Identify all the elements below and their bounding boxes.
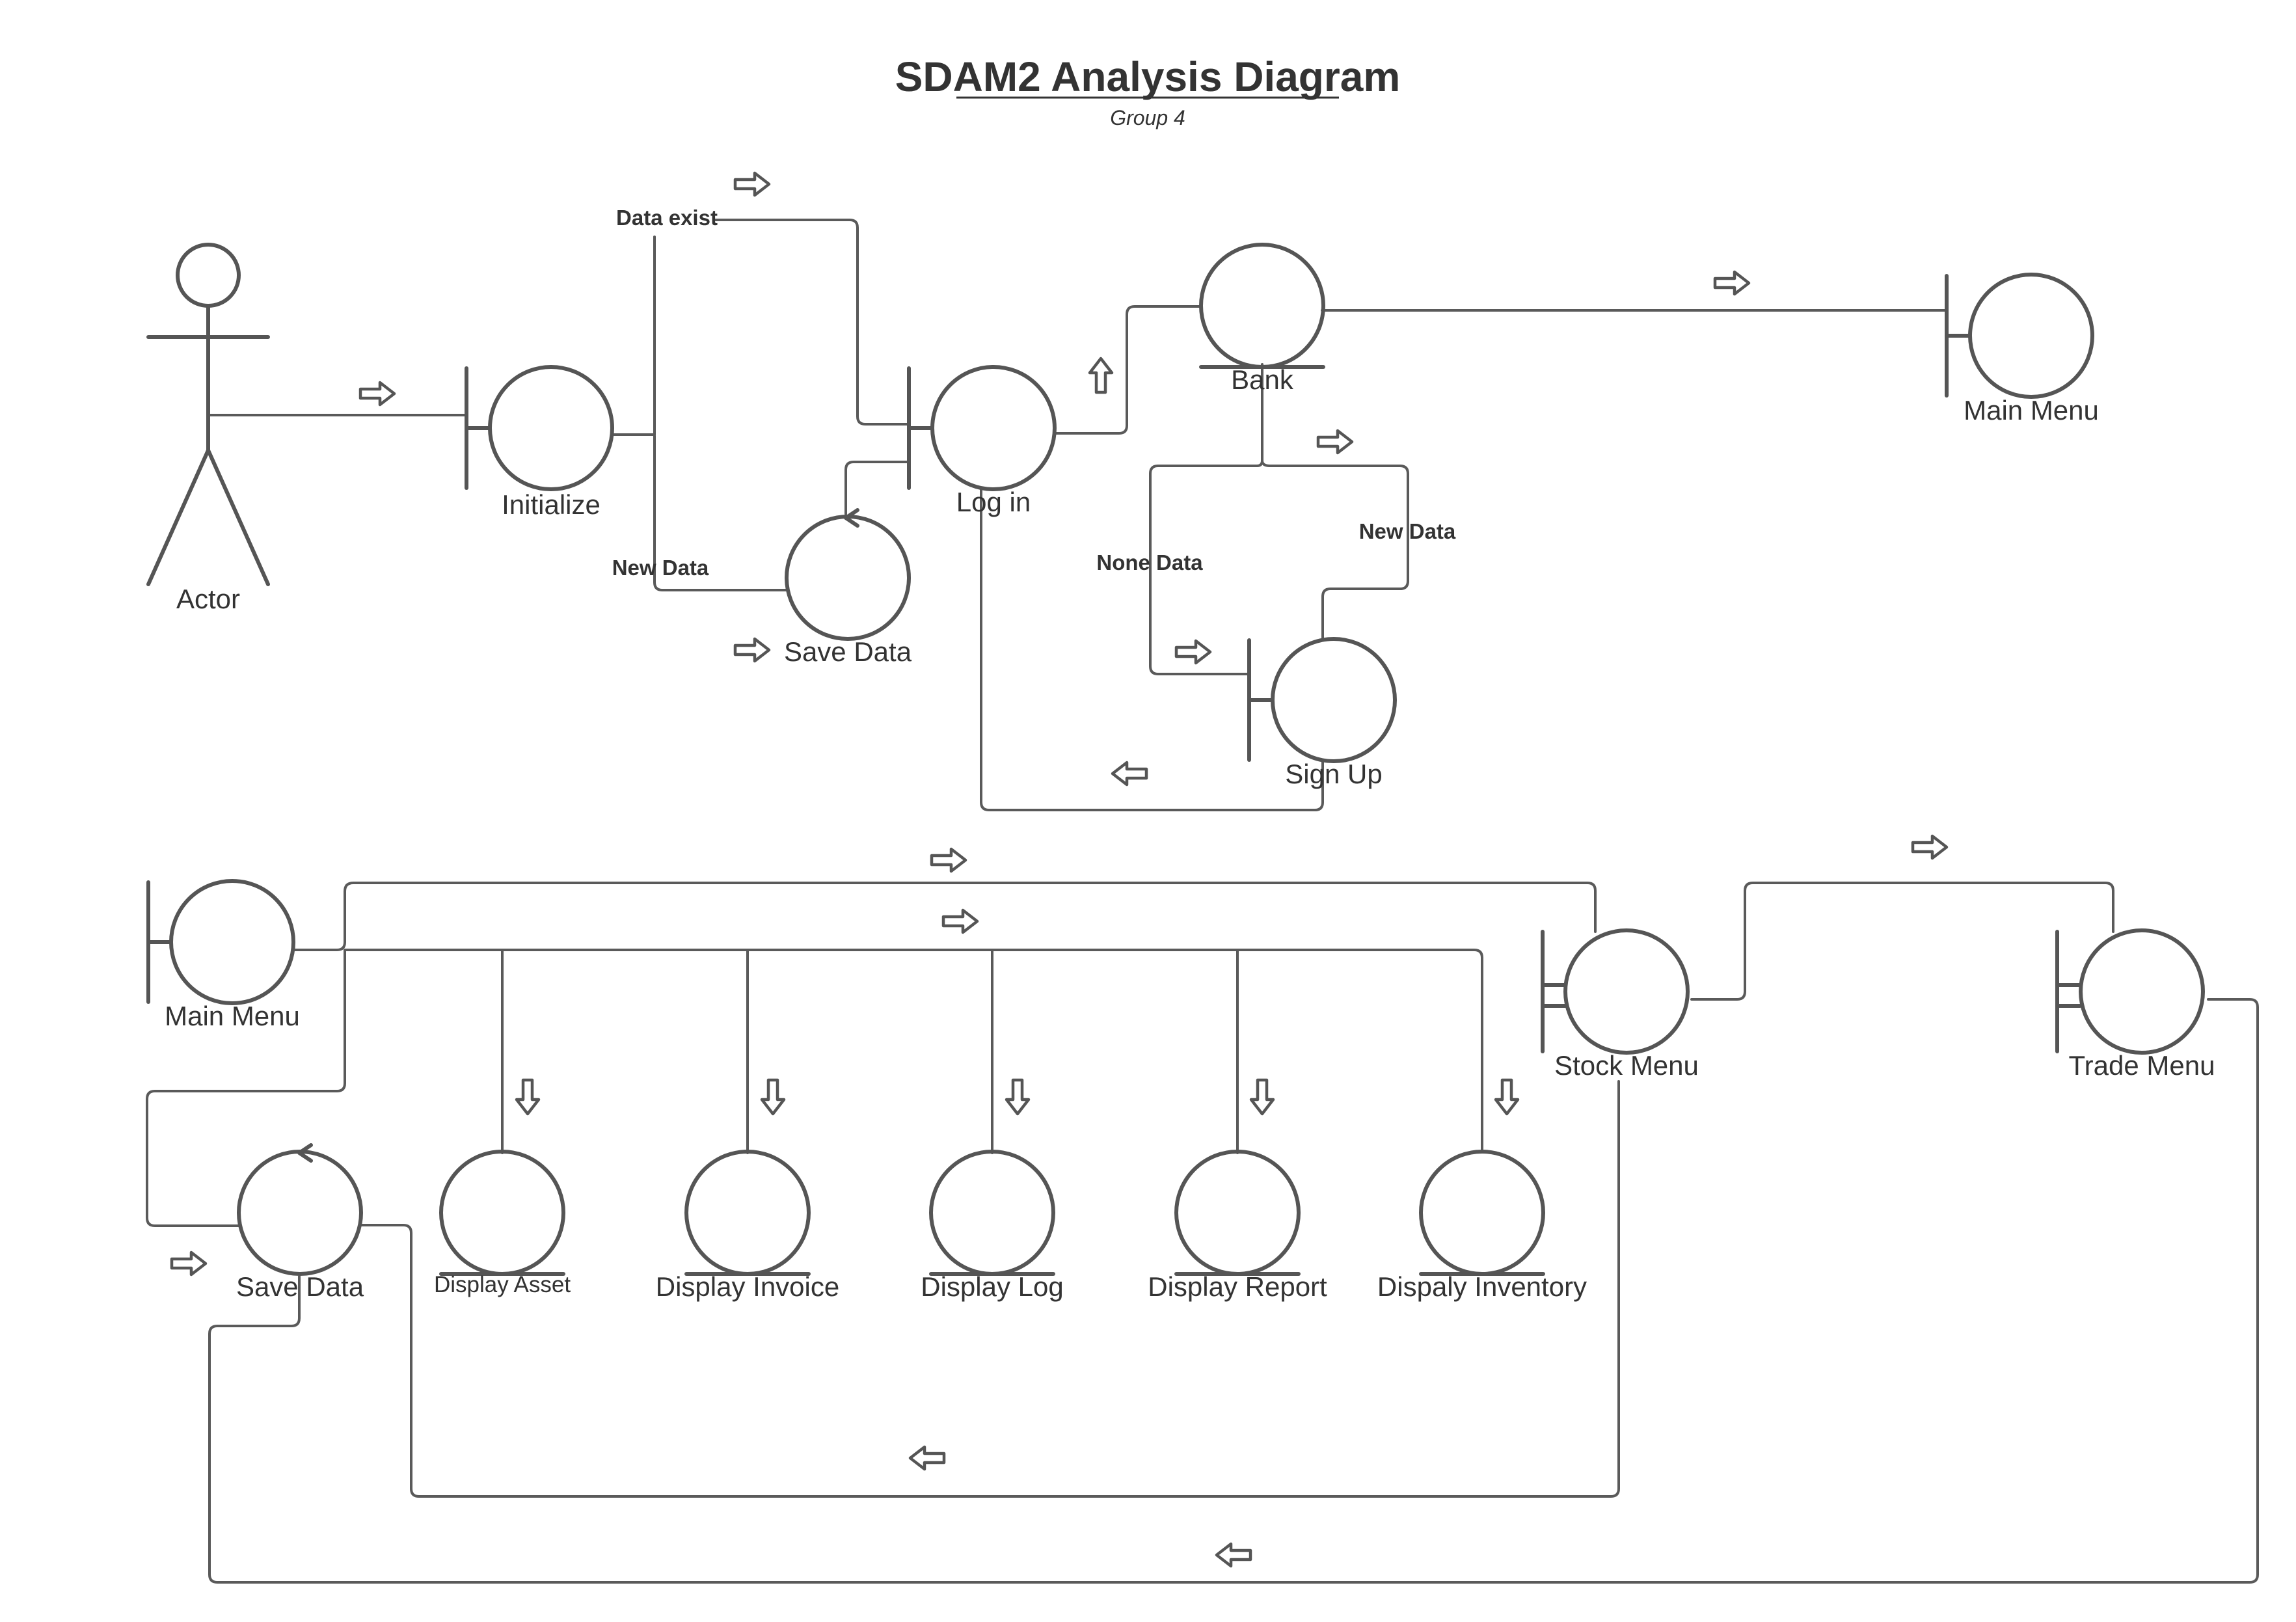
- entity-circle: [1199, 243, 1325, 369]
- flow-arrow-left-icon: [1113, 763, 1146, 785]
- boundary-circle: [1563, 928, 1690, 1055]
- save-data-top-label: Save Data: [784, 636, 912, 667]
- edge-initialize-data-exist: [610, 236, 656, 436]
- edge-label-data-exist: Data exist: [616, 206, 718, 230]
- flow-arrow-down-icon: [517, 1080, 539, 1114]
- boundary-circle: [1968, 273, 2094, 399]
- edge-bank-new-data-signup: [1261, 459, 1409, 639]
- edge-main-menu-stock-menu: [293, 882, 1597, 951]
- display-log-label: Display Log: [921, 1271, 1063, 1302]
- display-report-entity[interactable]: [1174, 1150, 1301, 1276]
- actor-left-leg: [146, 448, 210, 586]
- edge-stock-menu-trade-menu: [1690, 882, 2114, 1001]
- display-invoice-entity[interactable]: [684, 1150, 811, 1276]
- boundary-circle: [930, 365, 1057, 491]
- flow-arrow-right-icon: [1318, 431, 1352, 453]
- main-menu-top-label: Main Menu: [1964, 395, 2099, 426]
- edge-login-save-data: [844, 461, 909, 515]
- trade-menu-label: Trade Menu: [2069, 1050, 2215, 1081]
- entity-circle: [684, 1150, 811, 1276]
- trade-menu-boundary[interactable]: [2055, 928, 2205, 1055]
- edge-main-menu-save-data: [146, 949, 346, 1227]
- boundary-circle: [2079, 928, 2205, 1055]
- edge-signup-login: [980, 489, 1324, 811]
- flow-arrow-left-icon: [1217, 1544, 1250, 1566]
- dispaly-inventory-label: Dispaly Inventory: [1377, 1271, 1587, 1302]
- bank-label: Bank: [1231, 364, 1294, 395]
- display-log-entity[interactable]: [929, 1150, 1055, 1276]
- save-data-bottom-label: Save Data: [236, 1271, 364, 1302]
- actor-right-leg: [206, 448, 270, 586]
- flow-arrow-down-icon: [1251, 1080, 1273, 1114]
- actor-figure[interactable]: [146, 243, 270, 586]
- edge-trade-menu-save-data: [208, 998, 2259, 1584]
- display-report-label: Display Report: [1148, 1271, 1327, 1302]
- initialize-boundary[interactable]: [465, 365, 614, 491]
- edge-label-new-data-init: New Data: [612, 556, 709, 580]
- edge-label-new-data-bank: New Data: [1359, 519, 1456, 543]
- edge-initialize-new-data-save: [653, 435, 787, 591]
- actor-head: [176, 243, 241, 308]
- log-in-boundary[interactable]: [907, 365, 1057, 491]
- entity-circle: [929, 1150, 1055, 1276]
- flow-arrow-down-icon: [1496, 1080, 1518, 1114]
- diagram-title: SDAM2 Analysis Diagram: [895, 53, 1401, 100]
- flow-arrow-right-icon: [172, 1252, 206, 1275]
- main-menu-bottom-label: Main Menu: [165, 1001, 300, 1031]
- entity-circle: [439, 1150, 565, 1276]
- dispaly-inventory-entity[interactable]: [1419, 1150, 1545, 1276]
- bank-entity[interactable]: [1199, 243, 1325, 369]
- edge-bank-none-data-signup: [1149, 363, 1263, 675]
- flow-arrow-right-icon: [1176, 641, 1210, 663]
- edge-label-none-data: None Data: [1096, 550, 1203, 574]
- flow-arrow-left-icon: [910, 1447, 944, 1469]
- display-invoice-label: Display Invoice: [656, 1271, 839, 1302]
- flow-arrow-right-icon: [360, 383, 394, 405]
- connectors-bottom: [146, 882, 2259, 1584]
- flow-arrows: [172, 173, 1947, 1566]
- control-circle: [785, 515, 911, 641]
- edge-login-bank: [1054, 305, 1202, 435]
- control-arrowhead: [844, 508, 859, 528]
- flow-arrow-down-icon: [1006, 1080, 1029, 1114]
- stock-menu-label: Stock Menu: [1554, 1050, 1699, 1081]
- stock-menu-boundary[interactable]: [1541, 928, 1690, 1055]
- actor-label: Actor: [176, 584, 240, 614]
- control-circle: [237, 1150, 363, 1276]
- boundary-circle: [169, 879, 295, 1005]
- flow-arrow-right-icon: [932, 849, 966, 871]
- display-asset-entity[interactable]: [439, 1150, 565, 1276]
- flow-arrow-down-icon: [762, 1080, 784, 1114]
- initialize-label: Initialize: [502, 489, 601, 520]
- display-asset-label: Display Asset: [434, 1272, 571, 1297]
- sign-up-label: Sign Up: [1285, 759, 1382, 789]
- connectors-top: [207, 219, 1947, 811]
- diagram-subtitle: Group 4: [1110, 106, 1185, 129]
- log-in-label: Log in: [956, 487, 1031, 517]
- flow-arrow-right-icon: [1913, 836, 1947, 858]
- save-data-bottom-control[interactable]: [237, 1143, 363, 1276]
- edge-stock-menu-save-data: [360, 1080, 1620, 1498]
- main-menu-bottom-boundary[interactable]: [146, 879, 295, 1005]
- edge-data-exist-login: [714, 219, 909, 426]
- entity-circle: [1419, 1150, 1545, 1276]
- flow-arrow-up-icon: [1090, 358, 1112, 392]
- flow-arrow-right-icon: [735, 639, 769, 661]
- sign-up-boundary[interactable]: [1247, 637, 1397, 763]
- edge-main-menu-display-bus: [344, 949, 1483, 1153]
- flow-arrow-right-icon: [735, 173, 769, 195]
- flow-arrow-right-icon: [1715, 272, 1749, 294]
- main-menu-top-boundary[interactable]: [1945, 273, 2094, 399]
- flow-arrow-right-icon: [943, 910, 977, 932]
- boundary-circle: [1271, 637, 1397, 763]
- boundary-circle: [488, 365, 614, 491]
- entity-circle: [1174, 1150, 1301, 1276]
- control-arrowhead: [297, 1143, 313, 1163]
- save-data-top-control[interactable]: [785, 508, 911, 641]
